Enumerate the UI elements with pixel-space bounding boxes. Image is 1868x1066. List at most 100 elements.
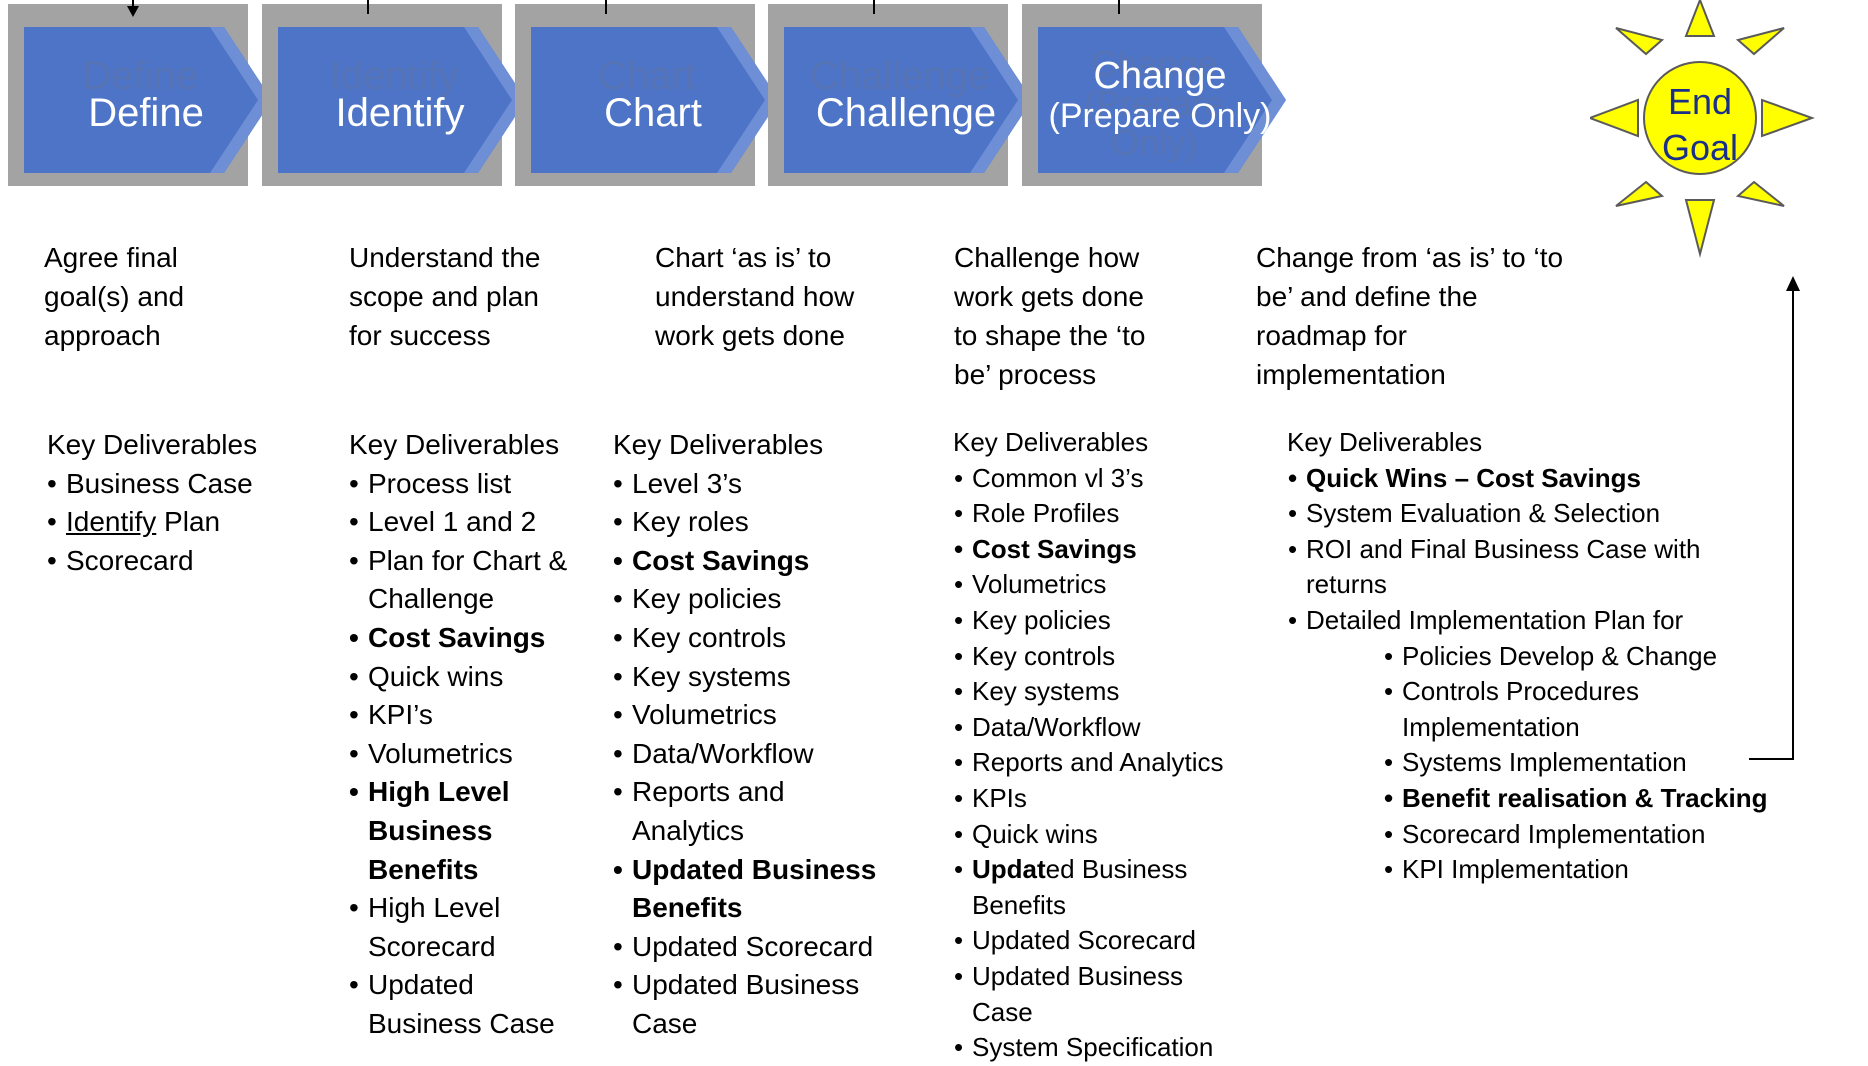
deliverables-list: Level 3’s Key roles Cost Savings Key pol… <box>611 465 921 1044</box>
list-item: KPIs <box>953 781 1263 817</box>
list-item: ROI and Final Business Case with returns <box>1287 532 1726 603</box>
stage-description-change: Change from ‘as is’ to ‘to be’ and defin… <box>1256 242 1564 390</box>
end-goal-sun: End Goal <box>1590 0 1815 258</box>
list-item: Business Case <box>45 465 305 504</box>
list-item: Detailed Implementation Plan for <box>1287 603 1726 639</box>
deliverables-challenge: Key Deliverables Common vl 3’s Role Prof… <box>953 425 1263 1066</box>
stage-ghost-line: Change <box>1090 43 1218 84</box>
list-item: Quick Wins – Cost Savings <box>1287 461 1742 497</box>
stage-label: Change (Prepare Only) <box>1038 55 1282 135</box>
stage-ghost-label: Identify <box>329 54 459 98</box>
down-arrow-icon <box>127 0 139 17</box>
list-item: Data/Workflow <box>953 710 1263 746</box>
list-item: Key systems <box>611 658 921 697</box>
list-item: Plan for Chart & Challenge <box>347 542 592 619</box>
stage-ghost-label: Chart <box>598 54 696 98</box>
deliverables-heading: Key Deliverables <box>1287 427 1483 457</box>
sub-list-item: Controls Procedures Implementation <box>1287 674 1802 745</box>
stage-ghost-label: Define <box>82 54 198 98</box>
chevron-shape <box>24 27 272 173</box>
list-item: Key policies <box>953 603 1263 639</box>
stage-sublabel: (Prepare Only) <box>1048 96 1272 135</box>
list-item-rest: Plan <box>156 506 221 538</box>
stage-description-chart: Chart ‘as is’ to understand how work get… <box>655 242 855 351</box>
list-item: Updated Business Case <box>611 966 902 1043</box>
deliverables-identify: Key Deliverables Process list Level 1 an… <box>347 426 592 1044</box>
sub-list-item: Benefit realisation & Tracking <box>1287 781 1802 817</box>
stage-label-line: Change <box>1093 55 1227 97</box>
list-item: Data/Workflow <box>611 735 921 774</box>
list-item: Updated Business Case <box>347 966 588 1043</box>
deliverables-heading: Key Deliverables <box>47 429 258 460</box>
stage-ghost-label: Change (Prepare Only) <box>1038 44 1270 163</box>
feedback-line-vertical <box>1792 286 1794 760</box>
list-item: Cost Savings <box>953 532 1263 568</box>
list-item: Updated Business Case <box>953 959 1222 1030</box>
deliverables-heading: Key Deliverables <box>613 429 824 460</box>
list-item: Key roles <box>611 503 921 542</box>
up-arrow-icon <box>1786 276 1800 291</box>
sub-list-item: Scorecard Implementation <box>1287 817 1732 853</box>
list-item: Quick wins <box>953 817 1263 853</box>
connector-tick <box>873 0 875 14</box>
list-item: Scorecard <box>45 542 305 581</box>
list-item: KPI’s <box>347 696 592 735</box>
list-item: Updated Business Benefits <box>611 851 922 928</box>
chevron-shape <box>278 27 526 173</box>
stage-ghost-line: (Prepare Only) <box>1083 82 1225 164</box>
deliverables-list: Process list Level 1 and 2 Plan for Char… <box>347 465 592 1044</box>
list-item: Volumetrics <box>953 567 1263 603</box>
deliverables-list: Business Case Identify Plan Scorecard <box>45 465 305 581</box>
deliverables-define: Key Deliverables Business Case Identify … <box>45 426 305 580</box>
sun-rays-icon <box>1590 0 1815 258</box>
stage-description-identify: Understand the scope and plan for succes… <box>349 242 541 351</box>
connector-tick <box>605 0 607 14</box>
deliverables-list: Quick Wins – Cost Savings System Evaluat… <box>1287 461 1768 888</box>
list-item: System Specification <box>953 1030 1263 1066</box>
list-item: Process list <box>347 465 592 504</box>
deliverables-change: Key Deliverables Quick Wins – Cost Savin… <box>1287 425 1768 888</box>
chevron-shape <box>1038 27 1286 173</box>
list-item-rest: ed Business Benefits <box>972 854 1188 920</box>
stage-change: Change (Prepare Only) Change (Prepare On… <box>1022 4 1327 194</box>
stage-define: Define Define <box>8 4 313 194</box>
stage-chart: Chart Chart <box>515 4 820 194</box>
list-item: Common vl 3’s <box>953 461 1263 497</box>
end-goal-line2: Goal <box>1662 127 1738 168</box>
deliverables-heading: Key Deliverables <box>349 429 560 460</box>
list-item: System Evaluation & Selection <box>1287 496 1742 532</box>
chevron-shape <box>784 27 1032 173</box>
stage-label: Define <box>88 91 204 135</box>
sub-list-item: Policies Develop & Change <box>1287 639 1802 675</box>
list-item: Cost Savings <box>347 619 592 658</box>
stage-label: Challenge <box>815 91 997 135</box>
feedback-line-horizontal <box>1749 758 1794 760</box>
list-item: Volumetrics <box>347 735 592 774</box>
list-item: Reports and Analytics <box>611 773 822 850</box>
list-item: Level 1 and 2 <box>347 503 592 542</box>
list-item: Volumetrics <box>611 696 921 735</box>
sun-circle <box>1643 61 1757 175</box>
deliverables-list: Common vl 3’s Role Profiles Cost Savings… <box>953 461 1263 1066</box>
list-item-bold-part: Updat <box>972 854 1046 885</box>
list-item: Key policies <box>611 580 921 619</box>
end-goal-line1: End <box>1668 81 1732 122</box>
list-item: Key systems <box>953 674 1263 710</box>
list-item: Updated Business Benefits <box>953 852 1222 923</box>
stage-ghost-label: Challenge <box>809 54 991 98</box>
list-item: Reports and Analytics <box>953 745 1263 781</box>
deliverables-heading: Key Deliverables <box>953 427 1149 457</box>
list-item: Level 3’s <box>611 465 921 504</box>
chevron-shape <box>531 27 779 173</box>
list-item: Key controls <box>611 619 921 658</box>
list-item: Updated Scorecard <box>953 923 1263 959</box>
list-item: Quick wins <box>347 658 592 697</box>
list-item: Identify Plan <box>45 503 305 542</box>
connector-tick <box>1118 0 1120 14</box>
list-item: High Level Business Benefits <box>347 773 528 889</box>
stage-challenge: Challenge Challenge <box>768 4 1073 194</box>
stage-description-define: Agree final goal(s) and approach <box>44 242 185 351</box>
sub-list-item: Systems Implementation <box>1287 745 1742 781</box>
connector-tick <box>367 0 369 14</box>
stage-label: Identify <box>335 91 465 135</box>
